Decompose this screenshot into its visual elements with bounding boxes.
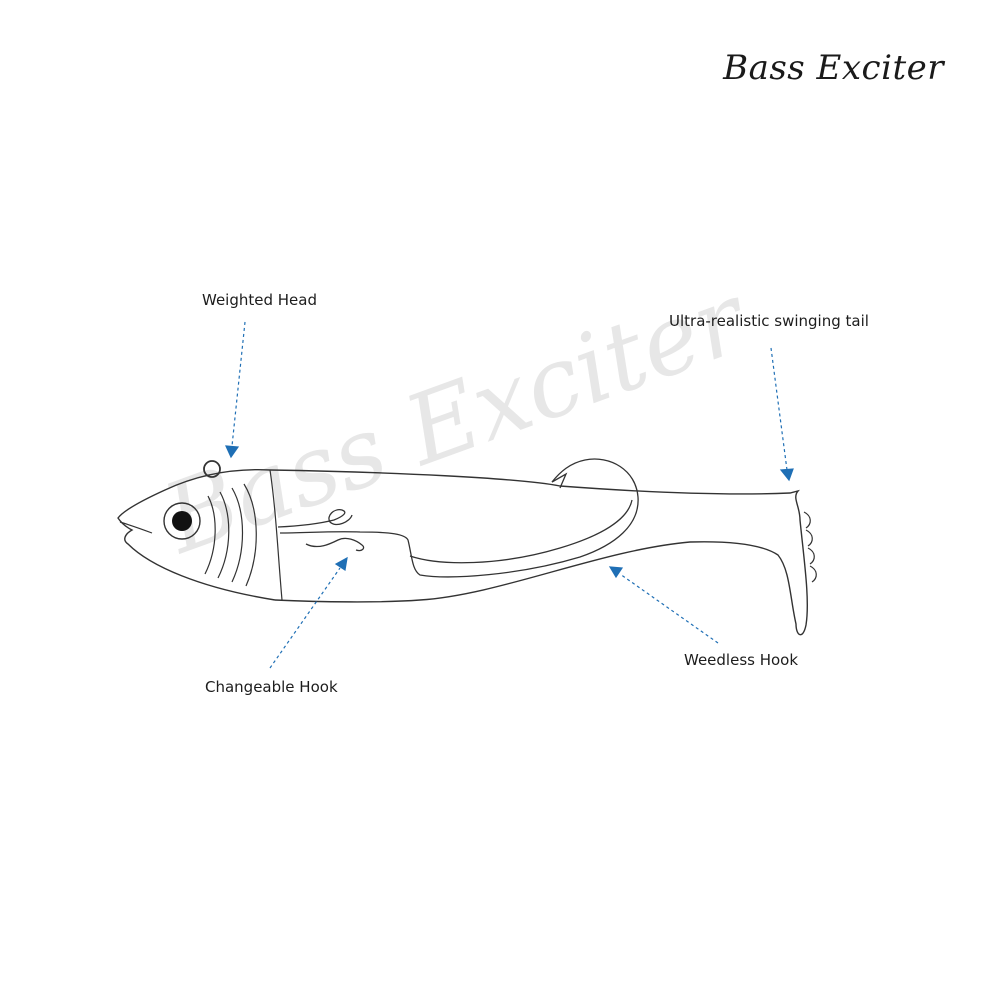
gill-line — [217, 491, 230, 579]
gill-line — [243, 483, 257, 587]
head-body-seam — [269, 469, 283, 601]
label-swinging-tail: Ultra-realistic swinging tail — [669, 312, 869, 330]
changeable-hook-wire — [277, 458, 639, 578]
callout-arrow-swinging-tail — [770, 347, 794, 482]
callout-arrow-changeable-hook — [269, 556, 348, 669]
label-weedless-hook: Weedless Hook — [684, 651, 799, 669]
weedless-hook-point — [551, 472, 568, 489]
label-changeable-hook: Changeable Hook — [205, 678, 338, 696]
line-tie-ring — [203, 460, 221, 478]
lure-head — [117, 468, 276, 601]
weedless-hook-shank — [409, 499, 633, 564]
callout-arrow-weighted-head — [225, 321, 246, 459]
changeable-hook-loop — [305, 537, 365, 552]
eye-ring — [163, 502, 201, 540]
lure-mouth — [119, 521, 153, 534]
label-weighted-head: Weighted Head — [202, 291, 317, 309]
gill-line — [231, 487, 244, 583]
eye-pupil — [172, 511, 192, 531]
brand-logo: Bass Exciter — [723, 48, 944, 88]
tail-ridges — [803, 511, 817, 583]
lure-body-outline — [269, 469, 808, 636]
callout-arrow-weedless-hook — [608, 566, 719, 644]
gill-line — [204, 495, 216, 575]
